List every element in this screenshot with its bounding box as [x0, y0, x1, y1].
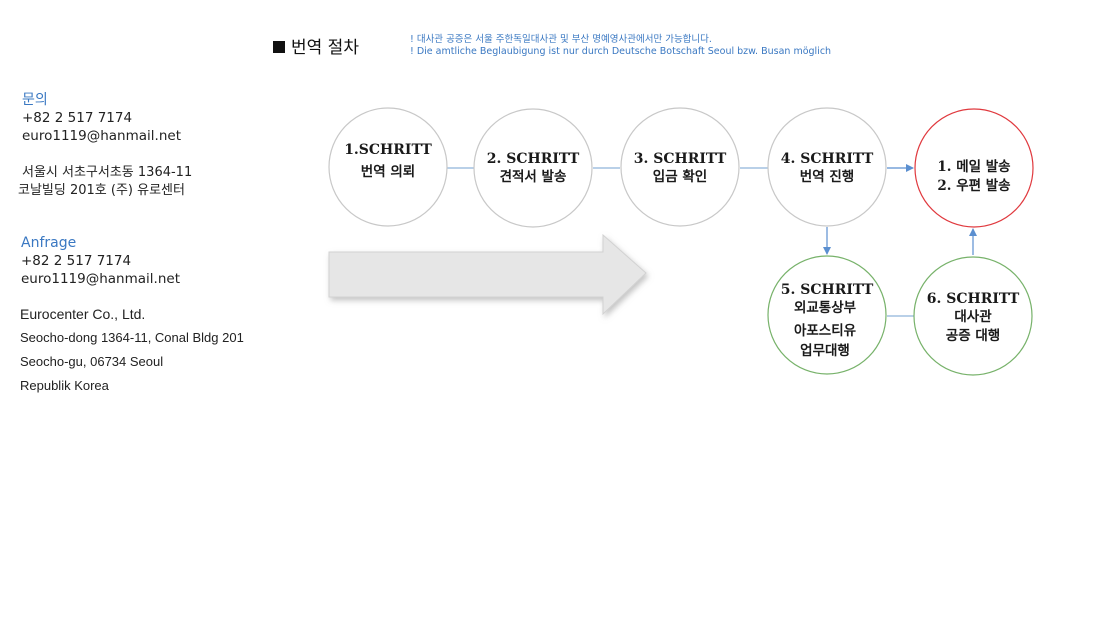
step-final-delivery: 1. 메일 발송 2. 우편 발송: [914, 108, 1034, 228]
step-6-label-1: 대사관: [954, 308, 992, 325]
address-ko-line2: 코날빌딩 201호 (주) 유로센터: [18, 183, 185, 198]
address-ko-line1: 서울시 서초구서초동 1364-11: [22, 165, 193, 180]
step-4-title: 4. SCHRITT: [781, 151, 874, 167]
company-name: Eurocenter Co., Ltd.: [20, 306, 146, 322]
contact-german: Anfrage +82 2 517 7174 euro1119@hanmail.…: [21, 234, 180, 288]
step-2-label: 견적서 발송: [500, 168, 567, 185]
step-2-title: 2. SCHRITT: [487, 151, 580, 167]
page-title: 번역 절차: [273, 33, 359, 58]
step-1-label: 번역 의뢰: [361, 163, 415, 180]
step-5-title: 5. SCHRITT: [781, 282, 874, 298]
step-4-label: 번역 진행: [800, 168, 854, 185]
step-5: 5. SCHRITT 외교통상부 아포스티유 업무대행: [767, 255, 887, 375]
contact-heading-de: Anfrage: [21, 235, 77, 251]
step-4: 4. SCHRITT 번역 진행: [767, 107, 887, 227]
address-de-line2: Seocho-gu, 06734 Seoul: [20, 354, 164, 369]
contact-korean: 문의 +82 2 517 7174 euro1119@hanmail.net: [22, 91, 181, 145]
contact-heading-ko: 문의: [22, 92, 48, 108]
address-german: Eurocenter Co., Ltd. Seocho-dong 1364-11…: [20, 302, 244, 398]
step-1: 1.SCHRITT 번역 의뢰: [328, 107, 448, 227]
address-de-line3: Republik Korea: [20, 378, 109, 393]
notice: ! 대사관 공증은 서울 주한독일대사관 및 부산 명예영사관에서만 가능합니다…: [410, 34, 831, 58]
step-2: 2. SCHRITT 견적서 발송: [473, 108, 593, 228]
step-5-label-1: 외교통상부: [794, 299, 857, 316]
square-bullet-icon: [273, 41, 285, 53]
step-3-label: 입금 확인: [653, 168, 707, 185]
step-6: 6. SCHRITT 대사관 공증 대행: [913, 256, 1033, 376]
notice-german: ! Die amtliche Beglaubigung ist nur durc…: [410, 46, 832, 57]
big-arrow-icon: [328, 233, 647, 316]
contact-phone-ko: +82 2 517 7174: [22, 110, 133, 126]
step-6-title: 6. SCHRITT: [927, 291, 1020, 307]
step-1-title: 1.SCHRITT: [344, 142, 432, 158]
contact-email-de[interactable]: euro1119@hanmail.net: [21, 271, 180, 287]
step-3: 3. SCHRITT 입금 확인: [620, 107, 740, 227]
step-5-label-2: 아포스티유: [794, 322, 857, 339]
notice-korean: ! 대사관 공증은 서울 주한독일대사관 및 부산 명예영사관에서만 가능합니다…: [410, 34, 712, 45]
address-de-line1: Seocho-dong 1364-11, Conal Bldg 201: [20, 330, 244, 345]
final-delivery-mail: 1. 메일 발송: [937, 158, 1010, 175]
step-3-title: 3. SCHRITT: [634, 151, 727, 167]
step-6-label-2: 공증 대행: [946, 328, 1000, 344]
address-korean: 서울시 서초구서초동 1364-11 코날빌딩 201호 (주) 유로센터: [18, 164, 193, 200]
contact-phone-de: +82 2 517 7174: [21, 253, 132, 269]
contact-email-ko[interactable]: euro1119@hanmail.net: [22, 128, 181, 144]
step-5-label-3: 업무대행: [800, 343, 850, 359]
final-delivery-post: 2. 우편 발송: [937, 177, 1010, 194]
